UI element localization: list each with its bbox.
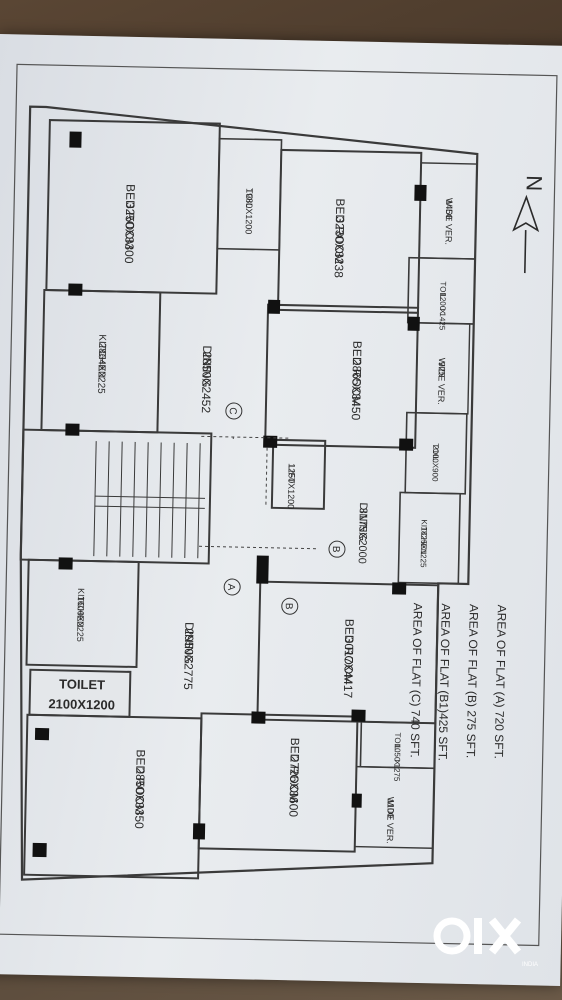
toil1-dim: 1980X1200: [244, 188, 255, 234]
structural-columns: [32, 131, 427, 858]
dining-a-dim: 2950X2775: [181, 628, 196, 690]
area-c: AREA OF FLAT (C) 740 SFT.: [408, 603, 425, 758]
ver2-l2: WIDE VER.: [436, 358, 447, 405]
wall-bed6: [23, 713, 203, 880]
bed1-name: BED ROOM: [122, 184, 137, 250]
bed4-dim: 3017X4417: [341, 637, 356, 699]
area-b: AREA OF FLAT (B) 275 SFT.: [464, 604, 481, 759]
bed5-dim: 2726X3600: [286, 755, 301, 817]
lift-dim: 1250X1200: [286, 463, 297, 509]
sheet-border: [0, 63, 558, 947]
kitchen1-dim: 2864X2225: [95, 343, 107, 395]
olx-logo-icon: INDIA: [433, 917, 538, 968]
ver3-l2: WIDE VER.: [385, 797, 396, 844]
room-labels: BED ROOM 3250X3300 TOIL. 1980X1200 BED R…: [48, 184, 454, 844]
bed2-name: BED ROOM: [332, 198, 347, 264]
ver3-l1: 1100: [385, 799, 395, 819]
bed2-dim: 3230X3238: [332, 216, 347, 278]
wall-bed4: [256, 580, 440, 725]
dash-lines: [199, 435, 319, 550]
bed6-dim: 2850X3350: [132, 767, 147, 829]
area-a: AREA OF FLAT (A) 720 SFT.: [492, 605, 509, 760]
wall-kitchen-b: [397, 491, 461, 585]
toil2-l3: X: [438, 309, 447, 315]
marker-a: A: [225, 584, 236, 591]
bed5-name: BED ROOM: [287, 738, 302, 804]
ver1-l1: 1450: [444, 199, 454, 219]
toil2-l1: TOIL.: [438, 281, 447, 301]
toilet-dim: 2100X1200: [48, 696, 115, 712]
toilet-name: TOILET: [59, 676, 105, 692]
dining-b-dim: 3175X2000: [356, 507, 369, 564]
bed4-name: BED ROOM: [341, 619, 356, 685]
kitchen-b-name: KITCHEN: [419, 519, 429, 555]
wall-bed2: [276, 148, 423, 314]
north-arrow-icon: [512, 194, 540, 233]
area-b1: AREA OF FLAT (B1)425 SFT.: [436, 603, 453, 761]
dining-a-name: DINING: [182, 622, 197, 664]
marker-b2: B: [283, 603, 294, 610]
bed3-dim: 2865X3450: [349, 359, 364, 421]
dining-c-name: DINING: [199, 345, 214, 387]
kitchen-b-dim: 1825X1225: [419, 526, 429, 568]
north-arrow: N: [512, 175, 547, 274]
toil4-l2: 1050: [393, 743, 402, 762]
wall-dining-c: [156, 292, 162, 433]
entry-markers: [223, 402, 346, 615]
wall-lift: [270, 438, 327, 510]
ver2-l1: 925: [437, 362, 447, 377]
toil4-l4: 1275: [392, 763, 401, 782]
north-label: N: [522, 175, 547, 191]
olx-sub: INDIA: [522, 962, 538, 968]
ver1-l2: WIDE VER.: [443, 198, 454, 245]
lift-name: LIFT: [286, 465, 296, 484]
dining-b-name: DINING: [356, 502, 369, 541]
toil1-name: TOIL.: [244, 188, 254, 211]
stair-treads: [93, 441, 206, 559]
bed6-name: BED ROOM: [132, 749, 147, 815]
marker-c: C: [227, 407, 238, 414]
bed3-name: BED ROOM: [349, 341, 364, 407]
toil2-l4: 1425: [438, 312, 447, 331]
wall-kitchen2: [25, 558, 140, 669]
marker-b: B: [330, 546, 341, 553]
wall-bed5: [197, 712, 359, 853]
dining-c-dim: 2850X2452: [199, 352, 214, 414]
floor-plan-drawing: C B A B BED ROOM 3250X3300 TOIL. 1980X12…: [0, 63, 558, 947]
wall-bed3: [264, 303, 420, 449]
toil3-dim: 2100X900: [430, 445, 440, 482]
area-schedule: AREA OF FLAT (A) 720 SFT. AREA OF FLAT (…: [408, 603, 509, 761]
olx-watermark: INDIA: [430, 912, 550, 972]
kitchen2-dim: 1600X2225: [75, 596, 86, 642]
toil4-l1: TOIL.: [393, 732, 402, 752]
kitchen2-name: KITCHEN: [75, 588, 86, 628]
toil3-name: TOIL.: [431, 443, 440, 463]
kitchen1-name: KITCHEN: [96, 334, 108, 378]
toil4-l3: X: [392, 760, 401, 766]
toil2-l2: 1200: [438, 292, 447, 311]
bed1-dim: 3250X3300: [122, 202, 137, 264]
